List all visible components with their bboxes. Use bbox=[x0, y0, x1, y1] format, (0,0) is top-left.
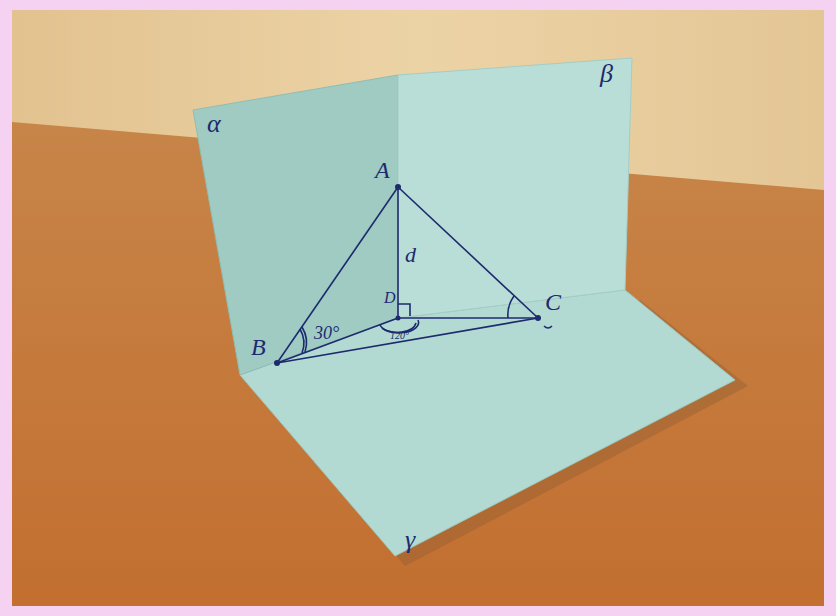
point-name: A bbox=[375, 158, 390, 182]
points bbox=[274, 184, 541, 366]
plane-alpha bbox=[193, 75, 398, 375]
point-name: C bbox=[545, 290, 561, 314]
angle-label: 120° bbox=[390, 331, 409, 341]
point-name: B bbox=[251, 335, 266, 359]
plane-gamma bbox=[240, 290, 735, 556]
plane-name: β bbox=[600, 61, 613, 87]
angle-label: 30° bbox=[314, 324, 339, 342]
table bbox=[12, 10, 824, 606]
triangle-lines bbox=[277, 187, 552, 363]
point-name: D bbox=[384, 290, 396, 306]
distance-label: d bbox=[405, 244, 416, 266]
plane-beta bbox=[398, 58, 632, 318]
plane-name: γ bbox=[405, 527, 415, 553]
plane-name: α bbox=[207, 111, 221, 137]
